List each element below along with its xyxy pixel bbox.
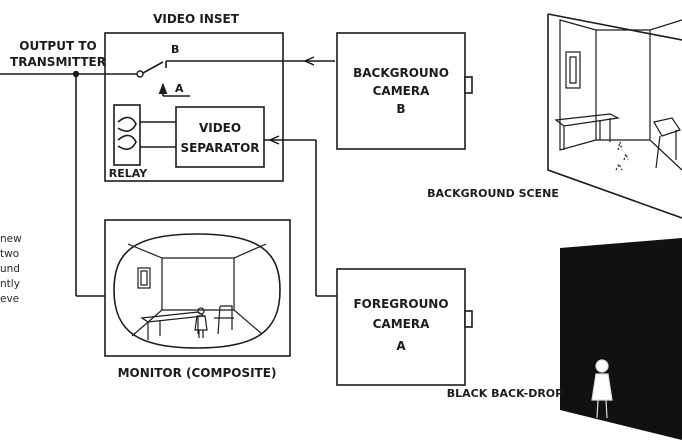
video-separator-label-line1: VIDEO xyxy=(199,121,241,135)
side-caption-line: two xyxy=(0,248,19,260)
black-backdrop-panel xyxy=(560,238,682,440)
background-camera-label-line2: CAMERA xyxy=(373,84,430,98)
black-backdrop-label: BLACK BACK-DROP xyxy=(447,387,563,400)
foreground-camera-label-line1: FOREGROUNO xyxy=(353,297,448,311)
side-caption-line: eve xyxy=(0,293,19,305)
foreground-camera-label-line2: CAMERA xyxy=(373,317,430,331)
switch-arm xyxy=(142,61,164,74)
switch-a-label: A xyxy=(175,82,184,95)
relay-coil-icon xyxy=(117,116,137,150)
video-separator-box xyxy=(175,106,265,168)
video-separator-label-line2: SEPARATOR xyxy=(180,141,259,155)
output-label-line1: OUTPUT TO xyxy=(19,39,96,53)
background-camera-label-line1: BACKGROUNO xyxy=(353,66,449,80)
foreground-camera-lens xyxy=(464,310,473,328)
foreground-camera-box xyxy=(336,268,466,386)
side-caption-line: new xyxy=(0,233,22,245)
background-scene-label: BACKGROUND SCENE xyxy=(427,187,559,200)
foreground-camera-label-line3: A xyxy=(396,339,406,353)
switch-b-label: B xyxy=(171,43,179,56)
side-caption-line: und xyxy=(0,263,20,275)
monitor-room-picture xyxy=(127,243,267,340)
side-caption-line: ntly xyxy=(0,278,20,290)
background-scene-drawing xyxy=(547,13,682,219)
switch-pivot xyxy=(136,70,144,78)
backdrop-figure-icon xyxy=(591,359,613,419)
arrow-from-background-camera xyxy=(303,56,315,66)
relay-label: RELAY xyxy=(109,167,148,180)
monitor-screen xyxy=(113,233,281,349)
background-camera-label-line3: B xyxy=(396,102,405,116)
background-camera-lens xyxy=(464,76,473,94)
side-caption: new two und ntly eve xyxy=(0,233,22,305)
monitor-label: MONITOR (COMPOSITE) xyxy=(118,366,277,380)
video-inset-label: VIDEO INSET xyxy=(153,12,240,26)
arrow-into-separator xyxy=(268,135,280,145)
output-label-line2: TRANSMITTER xyxy=(10,55,106,69)
background-camera-box xyxy=(336,32,466,150)
